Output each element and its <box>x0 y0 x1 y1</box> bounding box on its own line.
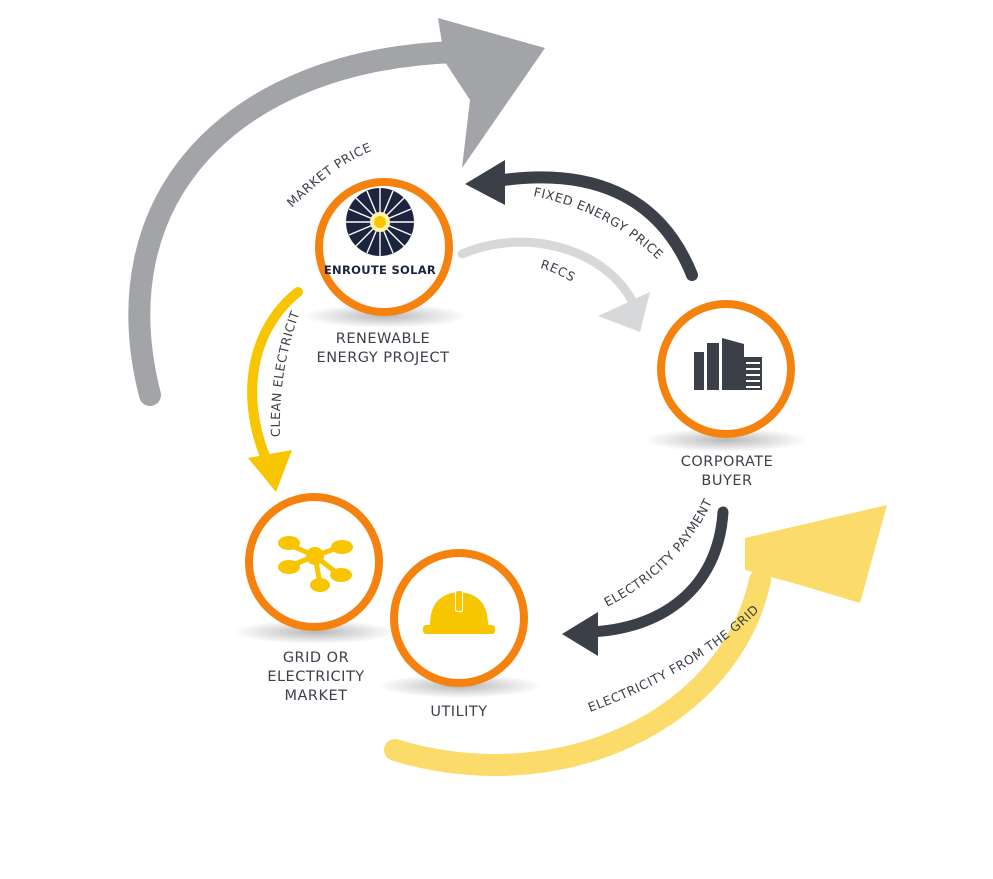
grid-market-node: GRID OR ELECTRICITY MARKET <box>233 493 397 704</box>
clean-electricity-arrow <box>247 287 303 492</box>
node-shadow <box>303 304 467 328</box>
solar-panel-sun-icon <box>346 188 414 256</box>
logo-text: ENROUTE SOLAR <box>324 263 436 277</box>
utility-label: UTILITY <box>430 704 487 720</box>
recs-arrow <box>457 237 650 332</box>
fixed-energy-price-arrow <box>465 160 698 281</box>
grid-label-line1: GRID OR <box>283 650 349 666</box>
fixed-energy-price-label: FIXED ENERGY PRICE <box>532 184 666 262</box>
node-shadow <box>233 620 397 644</box>
utility-node: UTILITY <box>378 549 542 720</box>
renewable-energy-project-node: ENROUTE SOLAR RENEWABLE ENERGY PROJECT <box>303 178 467 366</box>
renewable-label-line2: ENERGY PROJECT <box>317 350 450 366</box>
renewable-label-line1: RENEWABLE <box>336 331 430 347</box>
electricity-payment-arrow <box>562 506 729 656</box>
electricity-payment-label: ELECTRICITY PAYMENT <box>601 496 715 610</box>
corporate-label-line1: CORPORATE <box>681 454 774 470</box>
grid-label-line3: MARKET <box>284 688 347 704</box>
enroute-solar-logo: ENROUTE SOLAR <box>324 188 436 277</box>
market-price-arrow <box>128 18 545 406</box>
recs-label: RECS <box>539 256 578 284</box>
corporate-label-line2: BUYER <box>701 473 752 489</box>
hard-hat-icon <box>423 590 495 634</box>
grid-label-line2: ELECTRICITY <box>267 669 364 685</box>
office-building-icon <box>694 338 762 390</box>
corporate-buyer-node: CORPORATE BUYER <box>644 300 808 489</box>
node-shadow <box>644 428 808 452</box>
network-nodes-icon <box>278 536 353 592</box>
electricity-from-grid-arrow <box>384 505 887 776</box>
